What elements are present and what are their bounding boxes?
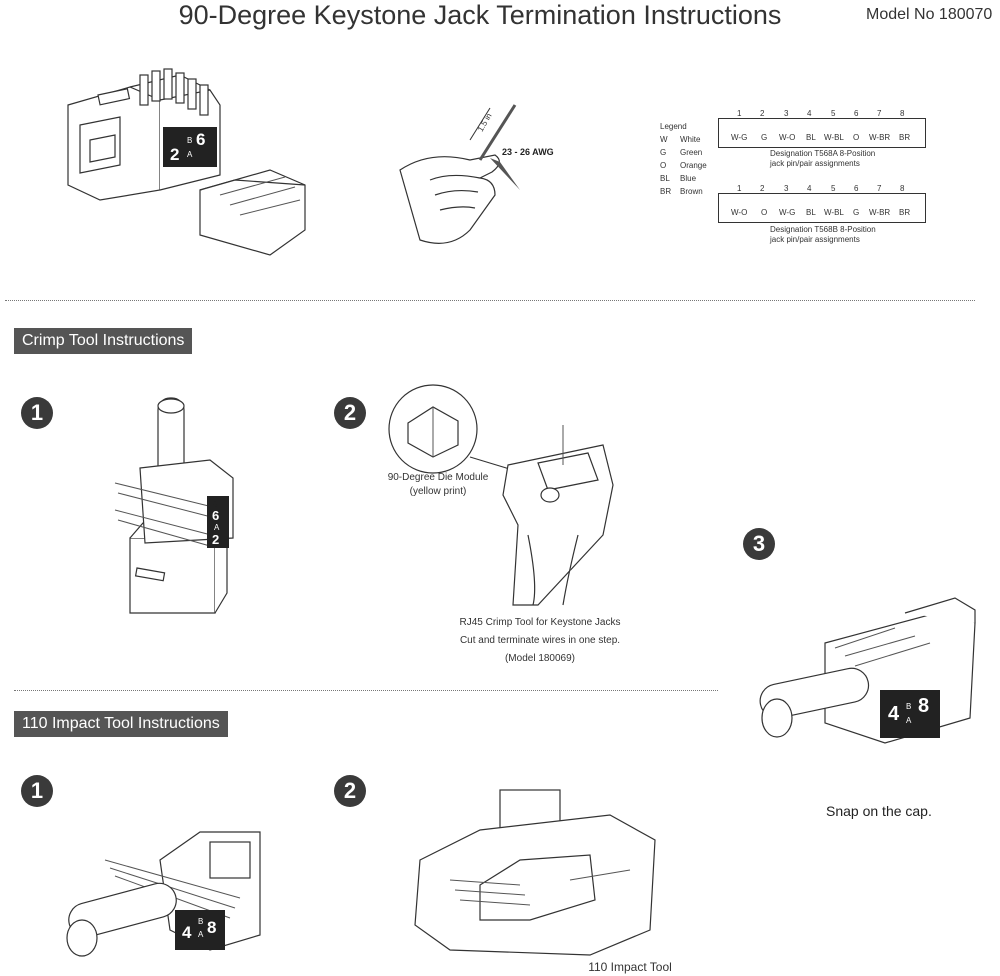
section-divider bbox=[14, 690, 718, 691]
crimp-jack3-4: 4 bbox=[888, 703, 900, 725]
impact-step-1-badge: 1 bbox=[21, 775, 53, 807]
crimp-tool-caption-1: RJ45 Crimp Tool for Keystone Jacks bbox=[459, 617, 621, 628]
crimp-step-1-illustration bbox=[114, 397, 234, 614]
impact-jack-a: A bbox=[198, 930, 204, 939]
crimp-jack1-b: B bbox=[212, 500, 218, 509]
impact-step-2-badge: 2 bbox=[334, 775, 366, 807]
crimp-step-3-badge: 3 bbox=[743, 528, 775, 560]
section-divider bbox=[5, 300, 975, 301]
t568a-box: W-G G W-O BL W-BL O W-BR BR bbox=[718, 118, 926, 148]
die-module-callout bbox=[388, 384, 614, 606]
t568a-designation: Designation T568A 8-Position bbox=[770, 149, 876, 158]
crimp-jack3-8: 8 bbox=[918, 695, 930, 717]
impact-tool-banner: 110 Impact Tool Instructions bbox=[14, 711, 228, 737]
t568b-subtitle: jack pin/pair assignments bbox=[770, 235, 860, 244]
crimp-jack1-a: A bbox=[214, 523, 220, 532]
crimp-jack1-6: 6 bbox=[212, 508, 220, 523]
keystone-jack-illustration bbox=[67, 68, 306, 256]
crimp-jack1-2: 2 bbox=[212, 532, 220, 547]
impact-step-1-illustration bbox=[66, 831, 261, 957]
crimp-tool-caption-3: (Model 180069) bbox=[504, 653, 576, 664]
die-module-label-1: 90-Degree Die Module bbox=[387, 472, 489, 483]
jack-label-left: 2 bbox=[170, 145, 180, 164]
crimp-tool-banner: Crimp Tool Instructions bbox=[14, 328, 193, 354]
t568b-designation: Designation T568B 8-Position bbox=[770, 225, 876, 234]
legend-title: Legend bbox=[660, 122, 687, 131]
hand-stripping-illustration bbox=[399, 104, 520, 244]
impact-step-2-illustration bbox=[414, 789, 656, 956]
crimp-step-3-illustration bbox=[759, 597, 976, 744]
impact-jack-8: 8 bbox=[207, 918, 217, 937]
jack-label-b: B bbox=[187, 136, 193, 145]
crimp-jack3-b: B bbox=[906, 702, 912, 711]
crimp-tool-caption-2: Cut and terminate wires in one step. bbox=[459, 635, 621, 646]
page-title: 90-Degree Keystone Jack Termination Inst… bbox=[178, 0, 782, 30]
model-number: Model No 180070 bbox=[866, 6, 993, 23]
crimp-jack3-a: A bbox=[906, 716, 912, 725]
awg-label: 23 - 26 AWG bbox=[502, 147, 554, 157]
snap-cap-caption: Snap on the cap. bbox=[826, 803, 932, 819]
impact-jack-b: B bbox=[198, 917, 204, 926]
impact-tool-caption: 110 Impact Tool bbox=[588, 960, 672, 974]
t568a-subtitle: jack pin/pair assignments bbox=[770, 159, 860, 168]
crimp-step-1-badge: 1 bbox=[21, 397, 53, 429]
impact-jack-4: 4 bbox=[182, 923, 192, 942]
crimp-step-2-badge: 2 bbox=[334, 397, 366, 429]
jack-label-right: 6 bbox=[196, 130, 206, 149]
t568b-box: W-O O W-G BL W-BL G W-BR BR bbox=[718, 193, 926, 223]
die-module-label-2: (yellow print) bbox=[409, 486, 467, 497]
jack-label-a: A bbox=[187, 150, 193, 159]
